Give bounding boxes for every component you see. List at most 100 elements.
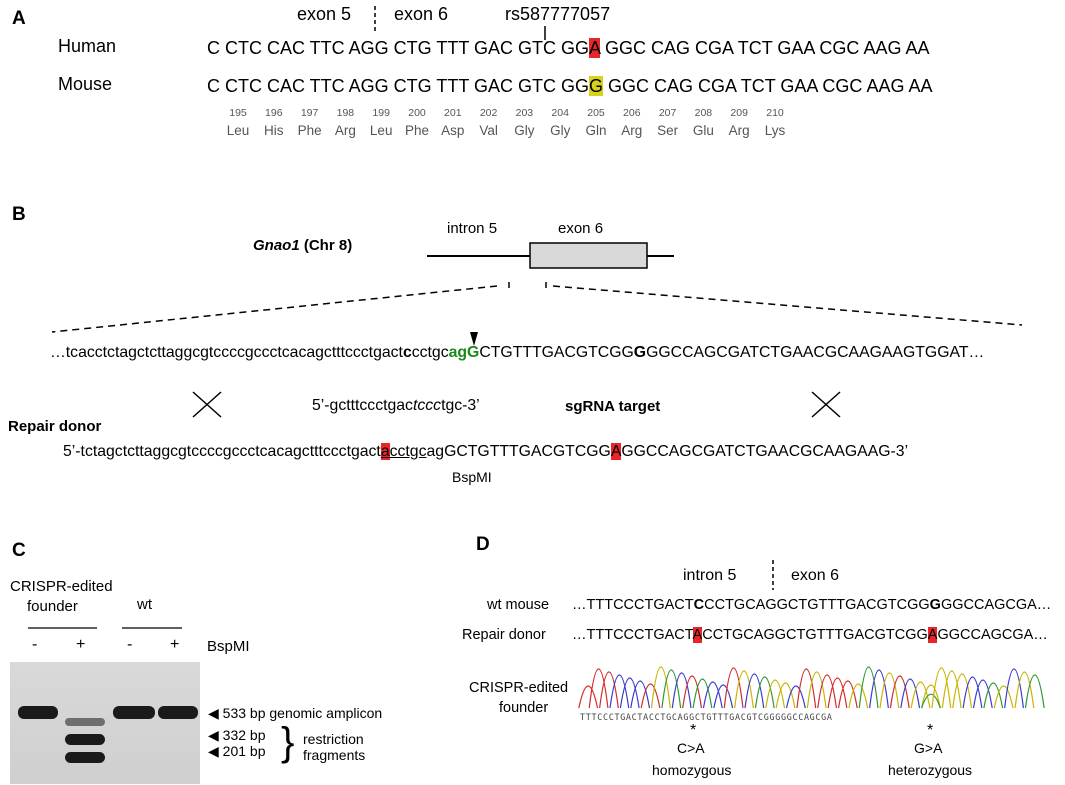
- gene-chr: (Chr 8): [299, 237, 353, 254]
- codon-number: 195: [229, 107, 247, 119]
- pam-site: agG: [448, 344, 480, 361]
- codon-number: 199: [372, 107, 390, 119]
- band-533-label: ◀ 533 bp genomic amplicon: [208, 705, 383, 721]
- sgrna-seq-b: tccc: [412, 397, 442, 414]
- trace-peak: [910, 681, 931, 709]
- codon-number: 206: [623, 107, 641, 119]
- repair-donor-d-sequence: …TTTCCCTGACTACCTGCAGGCTGTTTGACGTCGGAGGCC…: [572, 627, 1048, 643]
- rd-seq-c: cctgc: [389, 443, 427, 460]
- trace-peak: [962, 676, 983, 709]
- trace-peak: [661, 669, 682, 709]
- wt-mouse-sequence: …TTTCCCTGACTCCCTGCAGGCTGTTTGACGTCGGGGGCC…: [572, 597, 1051, 613]
- amino-acid-label: Gly: [514, 123, 535, 138]
- codon-number: 196: [265, 107, 283, 119]
- mutation-1: C>A: [677, 740, 705, 756]
- gene-name: Gnao1: [253, 237, 300, 254]
- trace-peak: [827, 677, 848, 709]
- trace-peak: [671, 672, 692, 709]
- codon-number: 198: [336, 107, 355, 119]
- mouse-seq-pre: C CTC CAC TTC AGG CTG TTT GAC GTC GG: [207, 76, 590, 96]
- wt-label: wt: [137, 596, 152, 613]
- founder-label-1: CRISPR-edited: [10, 578, 113, 595]
- trace-peak: [619, 677, 640, 709]
- chromatogram: [578, 666, 1045, 709]
- codon-number: 204: [551, 107, 569, 119]
- trace-peak: [775, 682, 796, 709]
- trace-peak: [599, 671, 619, 709]
- genomic-sequence: …tcacctctagctcttaggcgtccccgccctcacagcttt…: [50, 344, 984, 362]
- panel-c-letter: C: [12, 540, 26, 561]
- zoom-line-left: [51, 285, 498, 333]
- codon-number: 207: [658, 107, 677, 119]
- amino-acid-label: Arg: [728, 123, 750, 138]
- founder-label-2: founder: [27, 598, 78, 615]
- amino-acid-label: Lys: [764, 123, 786, 138]
- exon6-box: [529, 242, 648, 269]
- codon-number: 209: [730, 107, 748, 119]
- amino-acid-label: Gln: [585, 123, 607, 138]
- trace-peak: [1004, 668, 1024, 709]
- mouse-sequence: C CTC CAC TTC AGG CTG TTT GAC GTC GGG GG…: [207, 76, 932, 97]
- repair-donor-sequence: 5’-tctagctcttaggcgtccccgccctcacagctttccc…: [63, 443, 908, 461]
- exon6-b-label: exon 6: [558, 220, 604, 237]
- restriction-label-1: restriction: [303, 731, 364, 747]
- lane1-minus: -: [32, 636, 38, 653]
- wt-seq-b: C: [693, 597, 705, 613]
- genomic-seq-b: c: [402, 344, 412, 361]
- star-1: *: [690, 722, 697, 739]
- rd-seq-a: 5’-tctagctcttaggcgtccccgccctcacagctttccc…: [63, 443, 381, 460]
- lane3-minus: -: [127, 636, 133, 653]
- enzyme-label: BspMI: [207, 638, 250, 655]
- founder-d-label-2: founder: [499, 700, 549, 716]
- mouse-snp-base: G: [589, 76, 604, 96]
- amino-acid-label: Arg: [621, 123, 643, 138]
- lane2-plus: +: [76, 636, 86, 653]
- trace-peak: [1014, 671, 1035, 709]
- trace-peak: [588, 668, 609, 709]
- sgrna-sequence: 5’-gctttccctgactccctgc-3’: [312, 397, 480, 415]
- genomic-seq-e: CTGTTTGACGTCGG: [479, 344, 634, 361]
- amino-acid-label: Ser: [657, 123, 679, 138]
- wt-seq-c: CCTGCAGGCTGTTTGACGTCGG: [704, 597, 930, 613]
- amino-acid-label: Phe: [297, 123, 322, 138]
- band-533-text: 533 bp genomic amplicon: [222, 705, 383, 721]
- trace-peak: [723, 667, 744, 709]
- trace-peak: [858, 666, 879, 709]
- trace-peak: [993, 685, 1014, 709]
- trace-peak: [837, 680, 858, 709]
- human-seq-pre: C CTC CAC TTC AGG CTG TTT GAC GTC GG: [207, 38, 590, 58]
- trace-peak: [765, 679, 786, 709]
- mouse-seq-post: GGC CAG CGA TCT GAA CGC AAG AA: [603, 76, 933, 96]
- gene-label: Gnao1 (Chr 8): [253, 237, 352, 254]
- trace-peak: [983, 682, 1004, 709]
- trace-peak: [806, 671, 827, 709]
- band-332-label: ◀ 332 bp: [208, 727, 266, 743]
- mutation-2: G>A: [914, 740, 943, 756]
- trace-peak: [1024, 674, 1045, 709]
- panel-d-letter: D: [476, 534, 490, 555]
- sgrna-seq-c: tgc-3’: [441, 397, 480, 414]
- wt-mouse-label: wt mouse: [487, 597, 550, 613]
- band-lane2-faint: [65, 718, 105, 726]
- trace-peak: [578, 685, 599, 709]
- intron5-label: intron 5: [447, 220, 498, 237]
- trace-peak: [744, 673, 765, 709]
- band-lane4-533: [158, 706, 198, 719]
- trace-peak: [754, 676, 775, 709]
- sgrna-target-label: sgRNA target: [565, 398, 661, 415]
- lane4-plus: +: [170, 636, 180, 653]
- trace-peak: [650, 666, 671, 709]
- trace-peak: [921, 684, 941, 709]
- trace-peak: [796, 668, 817, 709]
- trace-peak: [609, 674, 630, 709]
- amino-acid-label: Val: [479, 123, 498, 138]
- exon5-label: exon 5: [297, 4, 352, 24]
- wt-seq-e: GGCCAGCGA…: [940, 597, 1052, 613]
- band-lane2-332: [65, 734, 105, 745]
- repair-donor-d-label: Repair donor: [462, 627, 546, 643]
- trace-base-calls: TTTCCCTGACTACCTGCAGGCTGTTTGACGTCGGGGGCCA…: [580, 712, 833, 722]
- snp-label: rs587777057: [505, 4, 611, 24]
- trace-peak: [692, 678, 713, 709]
- rdd-mut-1: A: [692, 627, 703, 643]
